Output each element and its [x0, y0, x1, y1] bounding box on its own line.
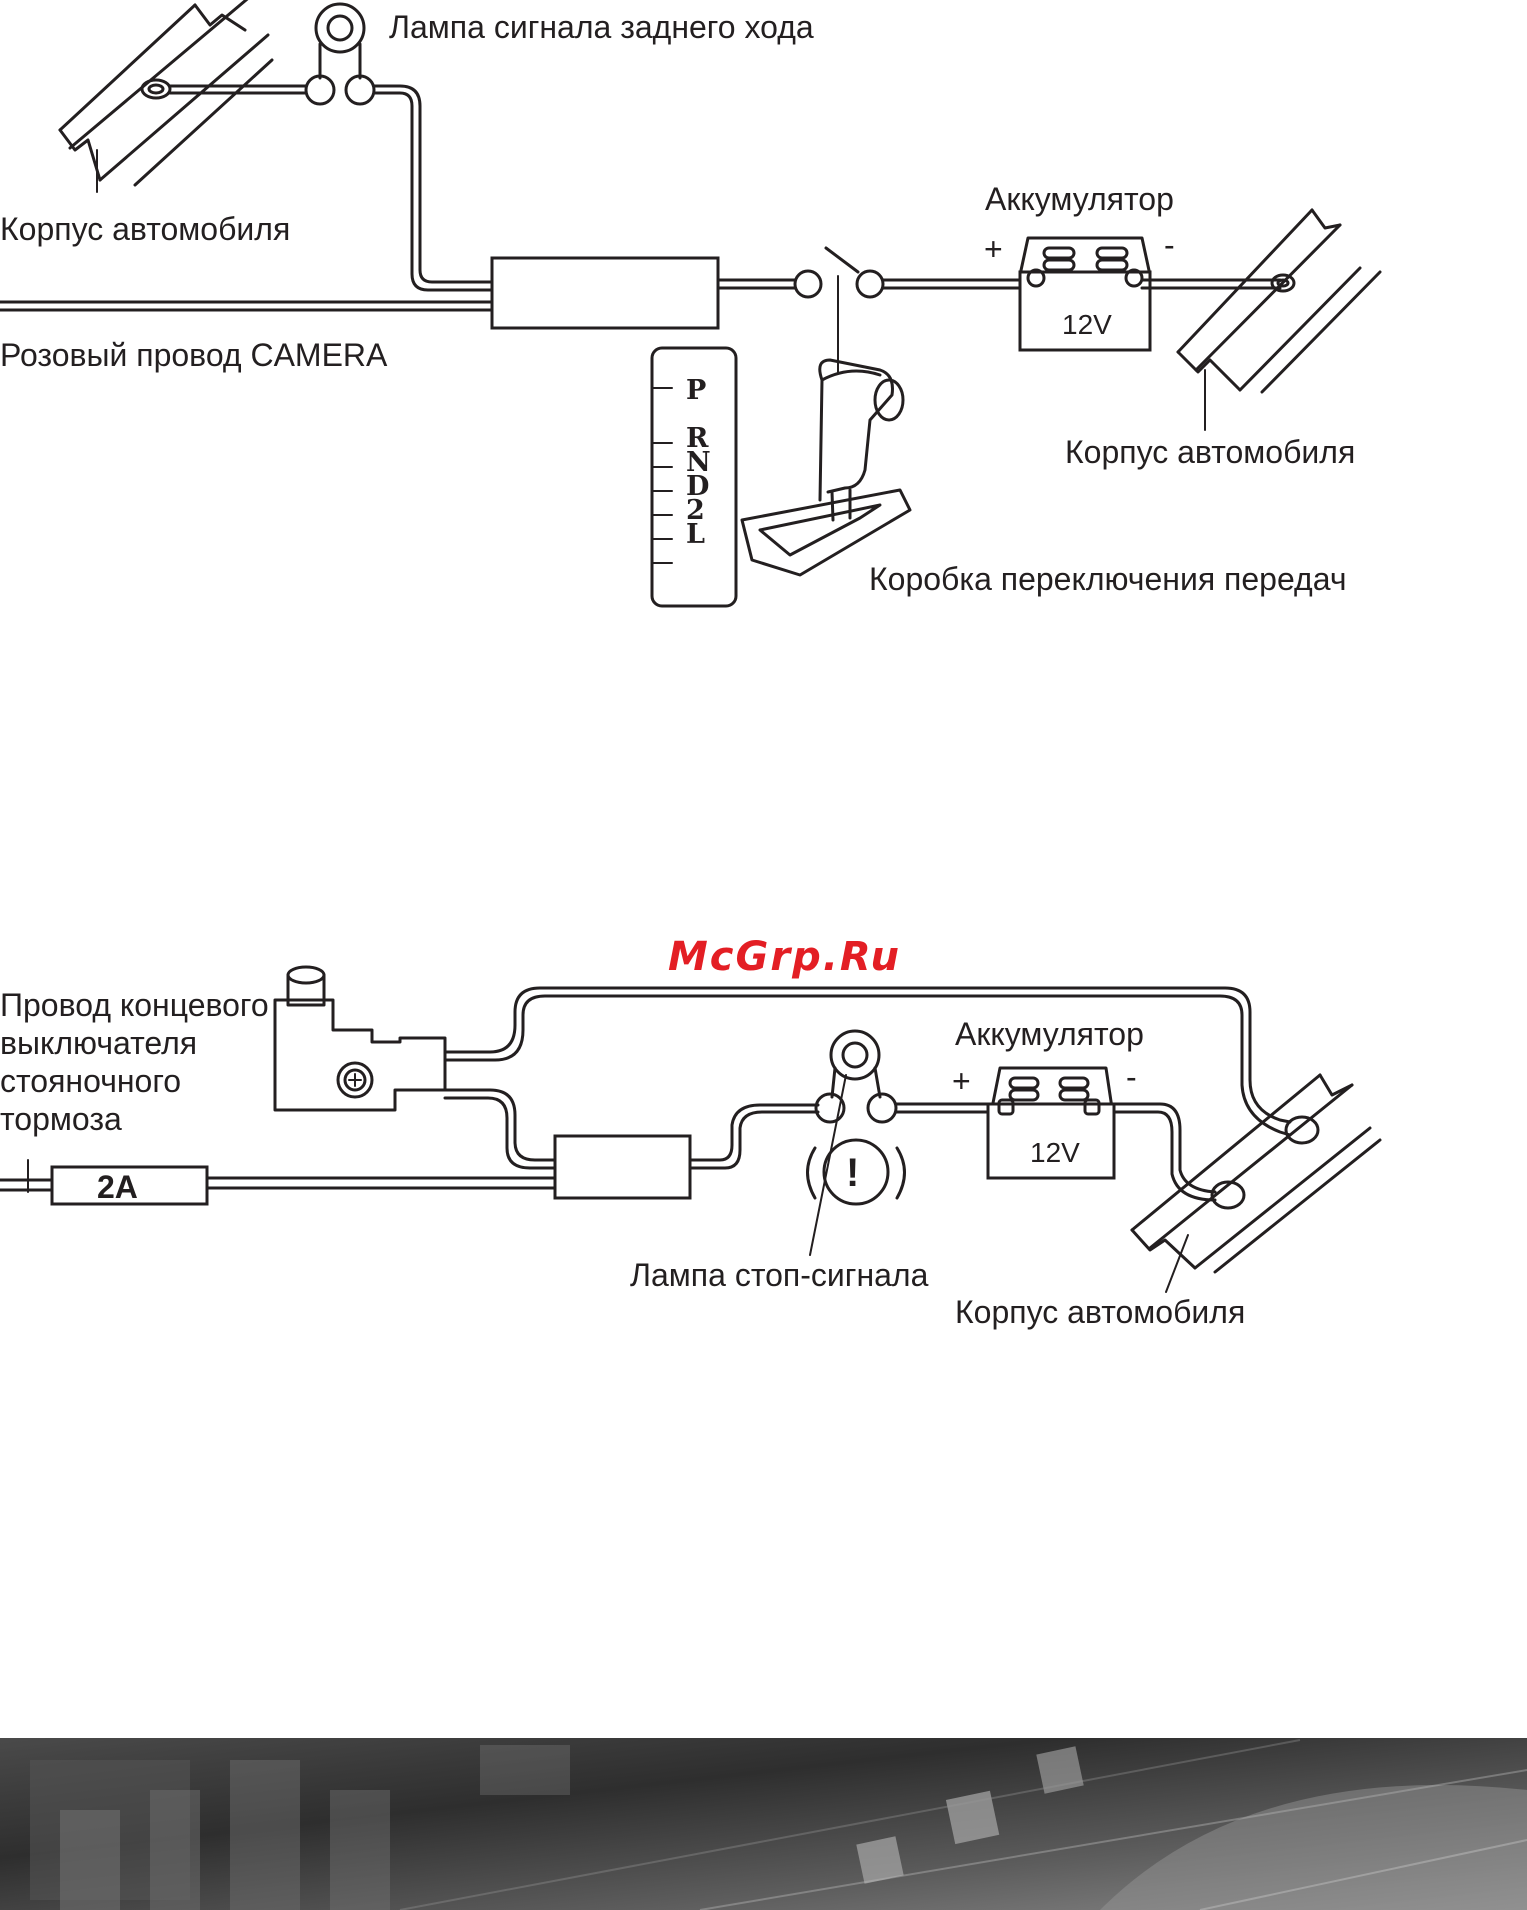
reverse-switch-icon — [795, 248, 883, 372]
battery-2-voltage: 12V — [1030, 1137, 1080, 1168]
battery-voltage: 12V — [1062, 309, 1112, 340]
parking-brake-diagram: McGrp.Ru 2A — [0, 934, 1380, 1330]
parking-brake-switch-icon — [275, 967, 445, 1110]
car-body-right-icon — [1178, 210, 1380, 430]
battery-2-label: Аккумулятор — [955, 1016, 1144, 1052]
fuse-label: 2A — [97, 1169, 138, 1205]
car-body-left-icon — [60, 0, 272, 192]
pink-wire-label: Розовый провод CAMERA — [0, 337, 388, 373]
battery-label: Аккумулятор — [985, 181, 1174, 217]
car-body-right-label: Корпус автомобиля — [1065, 434, 1355, 470]
parking-brake-label-line-1: Провод концевого — [0, 987, 269, 1023]
reverse-lamp-label: Лампа сигнала заднего хода — [389, 9, 814, 45]
brake-lamp-label: Лампа стоп-сигнала — [630, 1257, 929, 1293]
brake-lamp-icon — [808, 1031, 905, 1255]
gear-l: L — [686, 519, 705, 550]
reverse-lamp-icon — [306, 4, 374, 104]
gear-shifter-icon — [742, 360, 910, 575]
battery-2-plus-sign: + — [952, 1063, 971, 1099]
warning-symbol: ! — [846, 1151, 859, 1195]
parking-brake-label-line-2: выключателя — [0, 1025, 197, 1061]
brake-module-box — [555, 1136, 690, 1198]
car-body-2-label: Корпус автомобиля — [955, 1294, 1245, 1330]
battery-plus-sign: + — [984, 231, 1003, 267]
reverse-camera-diagram: 12V + - Аккумулятор P R N D — [0, 0, 1380, 606]
gear-p: P — [686, 375, 706, 406]
footer-decorative-band — [0, 1738, 1527, 1910]
gearbox-label: Коробка переключения передач — [869, 561, 1346, 597]
parking-brake-label-line-3: стояночного — [0, 1063, 181, 1099]
camera-module-box — [492, 258, 718, 328]
parking-brake-label-line-4: тормоза — [0, 1101, 122, 1137]
battery-minus-sign: - — [1164, 227, 1175, 263]
watermark: McGrp.Ru — [668, 934, 901, 980]
battery-2-minus-sign: - — [1126, 1059, 1137, 1095]
car-body-left-label: Корпус автомобиля — [0, 211, 290, 247]
